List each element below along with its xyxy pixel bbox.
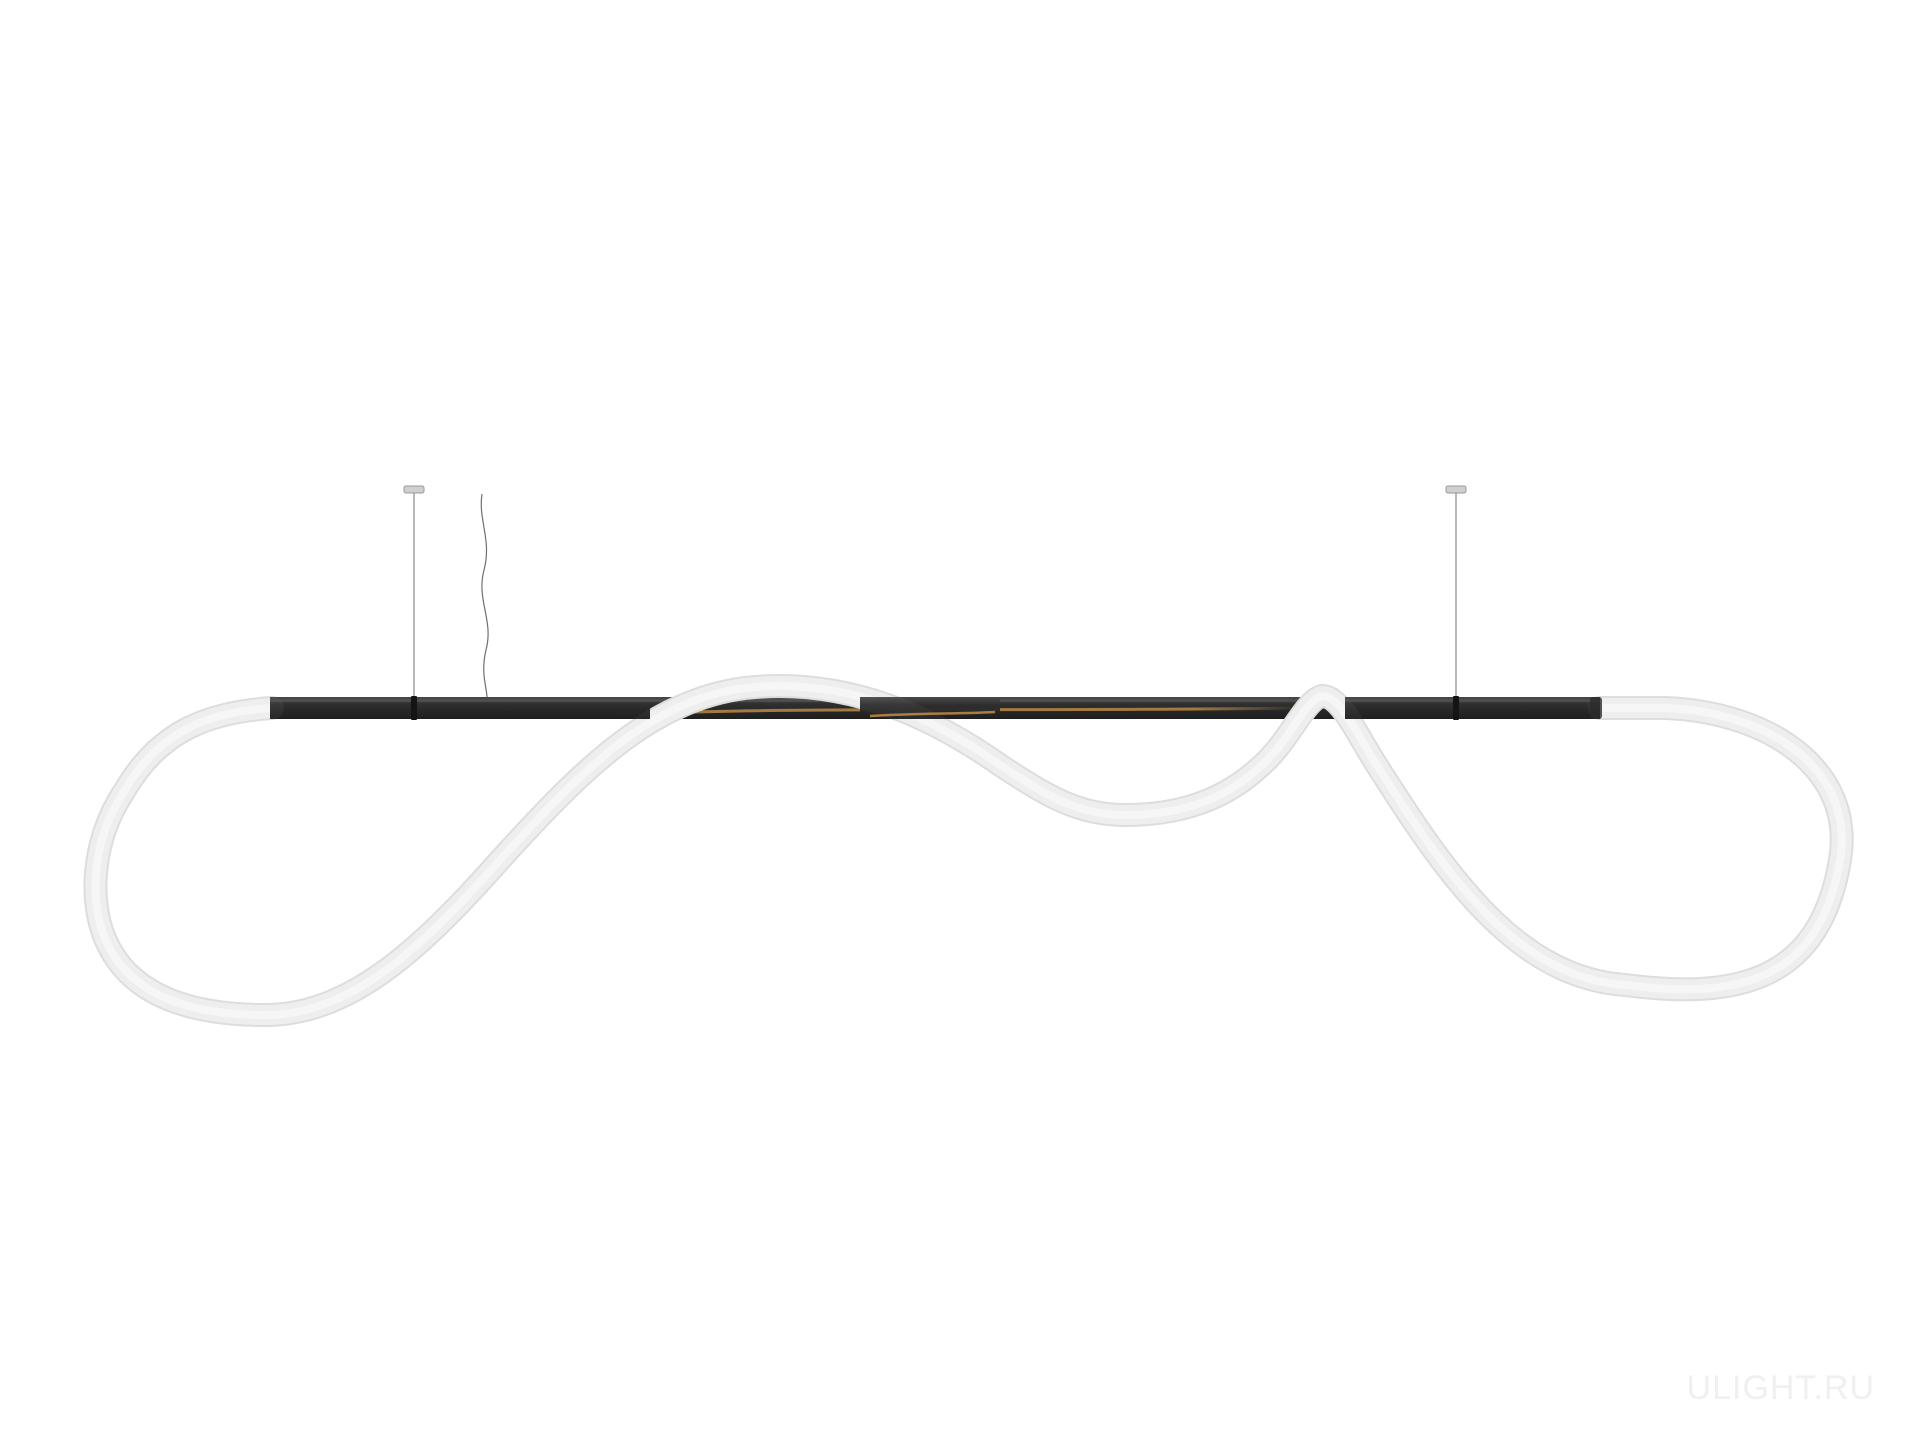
right-suspension [1445,485,1467,700]
flex-led-body [85,676,1852,1025]
flex-led-back [1075,690,1349,1005]
flex-led-highlight [91,682,1846,1019]
flex-led-strip [83,674,1854,1027]
tube-foreground [270,696,1602,720]
left-canopy [403,485,425,494]
power-cable [480,493,489,701]
watermark-text: ULIGHT.RU [1686,1369,1875,1407]
left-suspension [403,485,425,700]
right-canopy [1445,485,1467,494]
